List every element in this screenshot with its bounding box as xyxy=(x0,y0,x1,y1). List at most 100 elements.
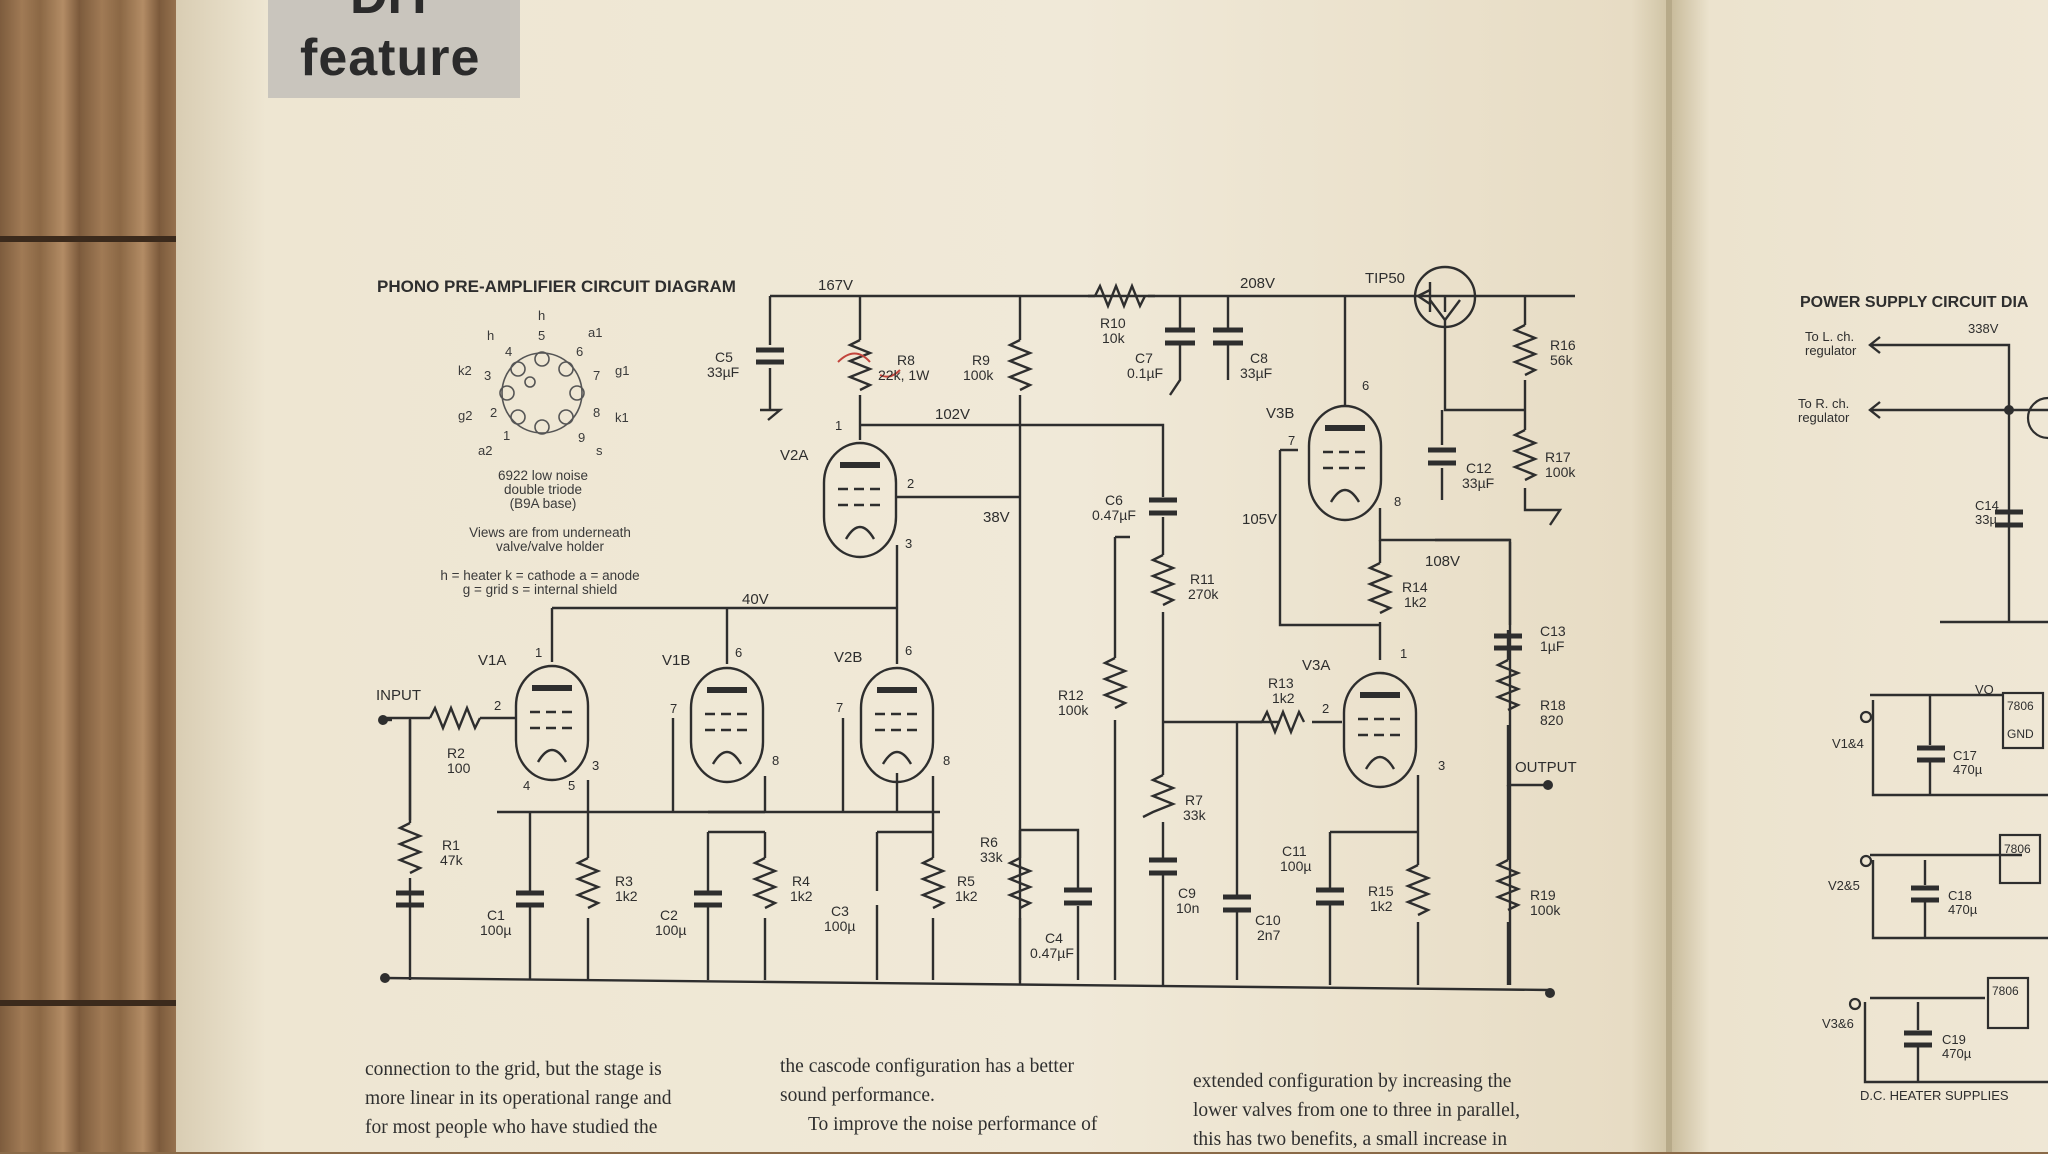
resistor-r19 xyxy=(1494,858,1522,912)
valve-label-v2a: V2A xyxy=(780,447,808,464)
power-supply-capacitors xyxy=(1904,509,2023,1048)
svg-text:h = heater k = cathode a = an: h = heater k = cathode a = anode xyxy=(440,568,639,583)
output-label: OUTPUT xyxy=(1515,759,1577,776)
svg-text:a1: a1 xyxy=(588,325,602,340)
capacitor-c18 xyxy=(1911,885,1939,903)
input-label: INPUT xyxy=(376,687,421,704)
text-line: To improve the noise performance of xyxy=(808,1114,1098,1135)
pin-number: 3 xyxy=(1438,758,1445,773)
svg-text:9: 9 xyxy=(578,430,585,445)
text-line: for most people who have studied the xyxy=(365,1117,658,1138)
text-line: extended configuration by increasing the xyxy=(1193,1071,1512,1092)
resistor-r10 xyxy=(1093,282,1147,310)
wood-seam xyxy=(0,236,200,242)
terminal xyxy=(2026,396,2048,440)
svg-text:470µ: 470µ xyxy=(1948,902,1978,917)
svg-text:3: 3 xyxy=(484,368,491,383)
svg-text:GND: GND xyxy=(2007,727,2034,741)
svg-text:6: 6 xyxy=(576,344,583,359)
svg-text:To R. ch.: To R. ch. xyxy=(1798,396,1849,411)
capacitor-c1 xyxy=(396,890,424,908)
capacitor-c11 xyxy=(1316,887,1344,906)
capacitor-c17 xyxy=(1917,745,1945,763)
resistor-r1 xyxy=(396,821,424,875)
resistor-r6 xyxy=(1006,856,1034,910)
svg-text:V3&6: V3&6 xyxy=(1822,1016,1854,1031)
capacitor-c2 xyxy=(516,890,544,908)
wooden-table xyxy=(0,0,200,1152)
wood-seam xyxy=(0,1000,200,1006)
capacitor-c7 xyxy=(1165,327,1195,346)
section-header-top: DIY xyxy=(350,0,437,26)
section-header-box xyxy=(268,0,520,98)
resistor-r12 xyxy=(1101,656,1129,710)
resistor-r17 xyxy=(1511,428,1539,482)
svg-text:7: 7 xyxy=(593,368,600,383)
svg-text:g2: g2 xyxy=(458,408,472,423)
pin-number: 7 xyxy=(670,701,677,716)
wires xyxy=(380,294,1575,992)
valve-label-v3b: V3B xyxy=(1266,405,1294,422)
capacitor-c12 xyxy=(1428,447,1456,466)
pin-number: 2 xyxy=(494,698,501,713)
resistor-r7 xyxy=(1142,773,1177,819)
svg-text:valve/valve holder: valve/valve holder xyxy=(496,539,605,554)
voltage-208v: 208V xyxy=(1240,275,1275,292)
svg-text:Views are from underneath: Views are from underneath xyxy=(469,525,631,540)
resistors xyxy=(396,282,1539,917)
resistor-r8 xyxy=(846,338,874,392)
pinout-caption: 6922 low noise double triode (B9A base) … xyxy=(440,468,639,597)
capacitor-c10 xyxy=(1223,894,1251,913)
valve-v1b xyxy=(689,666,765,784)
svg-text:C19: C19 xyxy=(1942,1032,1966,1047)
svg-text:7806: 7806 xyxy=(2007,699,2034,713)
terminal xyxy=(1859,854,1873,868)
capacitor-c6 xyxy=(1149,497,1177,516)
power-supply-labels: To L. ch. regulator To R. ch. regulator … xyxy=(1798,329,2034,1103)
magazine-right-page xyxy=(1672,0,2048,1152)
diagram-title: PHONO PRE-AMPLIFIER CIRCUIT DIAGRAM xyxy=(377,277,736,296)
svg-text:33µ: 33µ xyxy=(1975,512,1997,527)
voltage-108v: 108V xyxy=(1425,553,1460,570)
capacitor-c8 xyxy=(1213,327,1243,346)
resistor-r14 xyxy=(1366,561,1394,615)
power-supply-wires xyxy=(1863,336,2048,1084)
power-supply-338v: 338V xyxy=(1968,321,1999,336)
body-text-column-2: the cascode configuration has a better s… xyxy=(780,1052,1097,1139)
svg-text:g = grid s = internal shield: g = grid s = internal shield xyxy=(463,582,618,597)
svg-text:4: 4 xyxy=(505,344,512,359)
svg-text:V1&4: V1&4 xyxy=(1832,736,1864,751)
valve-v2a xyxy=(822,441,898,559)
capacitor-c19 xyxy=(1904,1030,1932,1048)
valve-label-v1a: V1A xyxy=(478,652,506,669)
svg-text:470µ: 470µ xyxy=(1942,1046,1972,1061)
text-line: lower valves from one to three in parall… xyxy=(1193,1100,1521,1121)
svg-text:1: 1 xyxy=(503,428,510,443)
pin-number: 6 xyxy=(905,643,912,658)
voltage-38v: 38V xyxy=(983,509,1010,526)
resistor-r2 xyxy=(428,704,482,732)
heater-supplies-label: D.C. HEATER SUPPLIES xyxy=(1860,1088,2009,1103)
svg-text:h: h xyxy=(538,308,545,323)
valve-label-v3a: V3A xyxy=(1302,657,1330,674)
text-line: more linear in its operational range and xyxy=(365,1088,672,1109)
resistor-r3 xyxy=(574,856,602,910)
svg-text:k1: k1 xyxy=(615,410,629,425)
svg-text:k2: k2 xyxy=(458,363,472,378)
voltage-167v: 167V xyxy=(818,277,853,294)
pin-number: 6 xyxy=(735,645,742,660)
